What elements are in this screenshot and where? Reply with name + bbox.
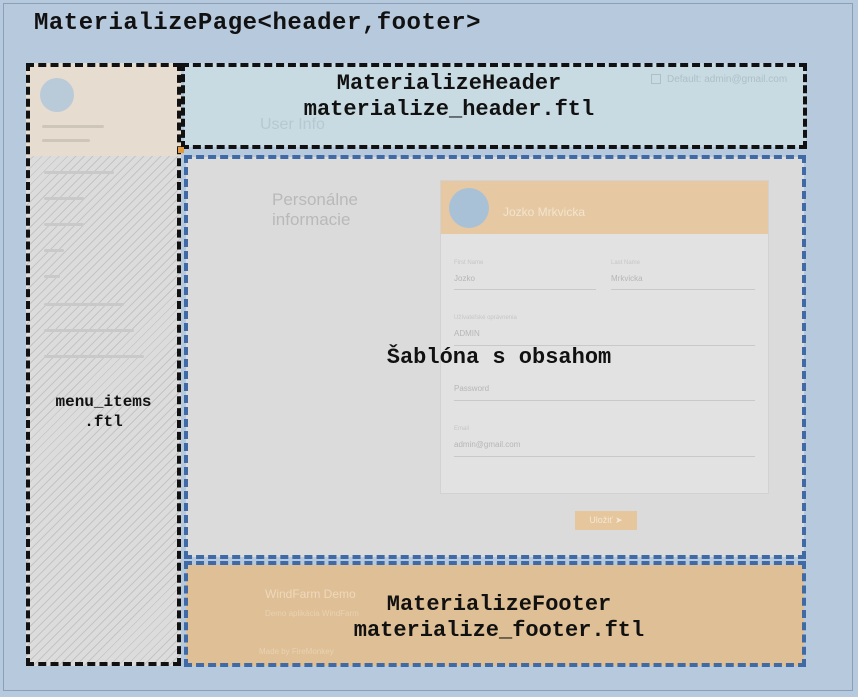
field-underline (611, 289, 755, 290)
field-label: First Name (454, 260, 484, 266)
field-value: admin@gmail.com (454, 440, 521, 449)
field-value: ADMIN (454, 329, 480, 338)
faint-text (42, 139, 90, 142)
faint-menu-item (44, 197, 84, 200)
header-label-line2: materialize_header.ftl (303, 97, 595, 122)
corner-marker (178, 147, 184, 153)
field-label: Užívateľské oprávnenia (454, 315, 517, 321)
profile-card: Jozko Mrkvicka First Name Jozko Last Nam… (440, 180, 769, 494)
header-user-text: Default: admin@gmail.com (667, 74, 788, 85)
footer-ghost-made: Made by FireMonkey (259, 647, 334, 656)
footer-region (186, 565, 804, 666)
save-button-label: Uložiť (589, 515, 613, 525)
menu-items-label-line2: .ftl (84, 413, 123, 431)
card-name: Jozko Mrkvicka (503, 205, 586, 219)
avatar (449, 188, 489, 228)
field-value: Mrkvicka (611, 274, 643, 283)
footer-label-line2: materialize_footer.ftl (353, 618, 645, 643)
avatar (40, 78, 74, 112)
header-region (184, 63, 806, 147)
ghost-heading-line1: Personálne (272, 190, 359, 209)
footer-ghost-subtitle: Demo aplikácia WindFarm (265, 609, 359, 618)
footer-dashed-border (184, 561, 806, 667)
footer-ghost-title: WindFarm Demo (265, 587, 356, 601)
faint-menu-item (44, 249, 64, 252)
faint-menu-item (44, 171, 114, 174)
page-title: MaterializePage<header,footer> (34, 10, 482, 37)
grid-icon (651, 74, 661, 85)
faint-menu-item (44, 275, 60, 278)
faint-text (42, 125, 104, 128)
header-user: Default: admin@gmail.com (651, 74, 787, 85)
field-label: Last Name (611, 260, 641, 266)
header-dashed-border (181, 63, 807, 149)
sidebar-dashed-border (26, 63, 181, 666)
sidebar-user-block (26, 63, 181, 156)
ghost-heading-line2: informacie (272, 210, 351, 229)
footer-label-line1: MaterializeFooter (386, 592, 612, 617)
field-underline (454, 289, 596, 290)
field-value: Password (454, 384, 490, 393)
faint-menu-item (44, 303, 124, 306)
field-value: Jozko (454, 274, 475, 283)
card-header: Jozko Mrkvicka (441, 181, 768, 234)
sidebar-region (26, 63, 181, 666)
menu-items-label: menu_items .ftl (26, 392, 181, 432)
field-underline (454, 400, 755, 401)
menu-items-label-line1: menu_items (55, 393, 152, 411)
header-ghost-text: User Info (260, 116, 325, 133)
save-button: Uložiť ➤ (575, 511, 637, 530)
field-underline (454, 345, 755, 346)
sidebar-hatch (26, 156, 181, 666)
faint-menu-item (44, 329, 134, 332)
faint-menu-item (44, 223, 84, 226)
header-label-line1: MaterializeHeader (336, 71, 562, 96)
content-label: Šablóna s obsahom (386, 345, 612, 370)
content-dashed-border (184, 155, 806, 559)
field-underline (454, 456, 755, 457)
header-label: MaterializeHeader materialize_header.ftl (184, 71, 714, 123)
faint-menu-item (44, 355, 144, 358)
footer-label: MaterializeFooter materialize_footer.ftl (186, 592, 812, 644)
field-label: Email (454, 426, 470, 432)
content-ghost-heading: Personálne informacie (272, 190, 358, 230)
